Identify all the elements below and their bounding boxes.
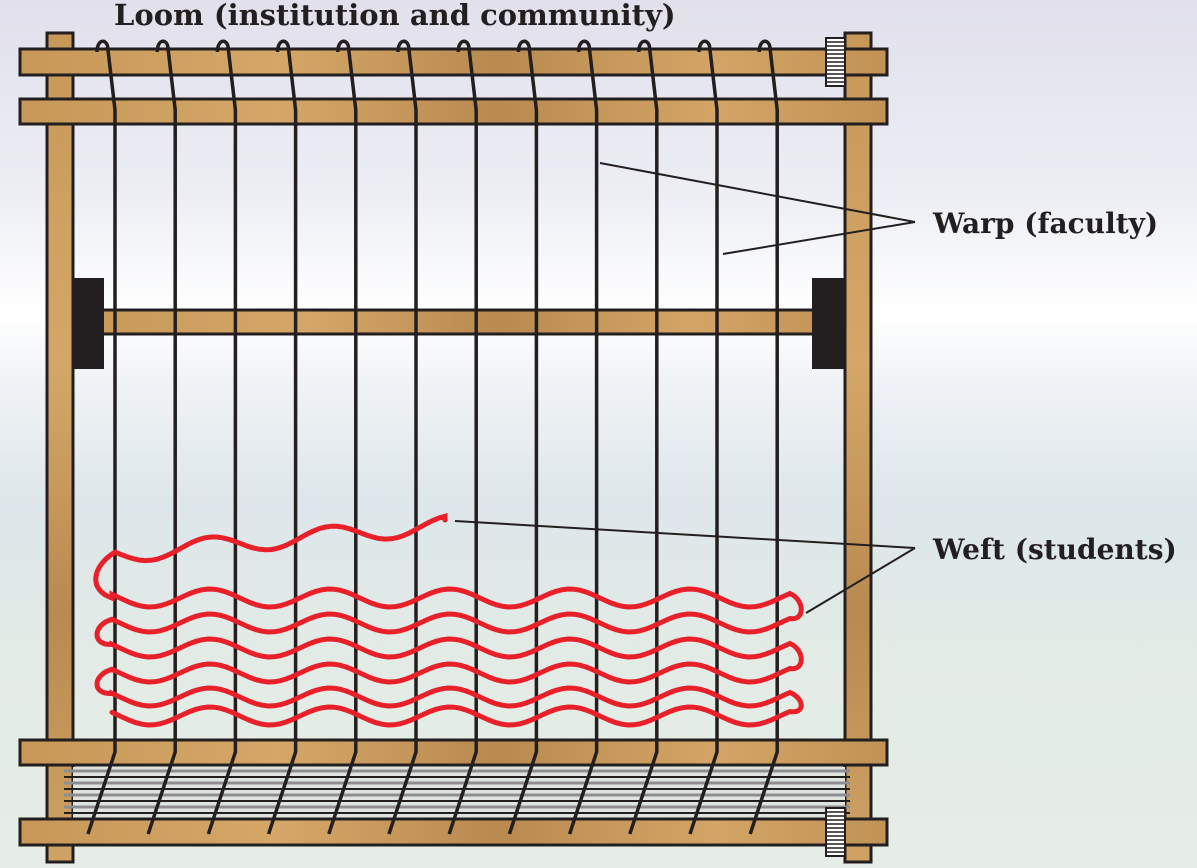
warp-leader-1 xyxy=(599,162,916,223)
middle-rail xyxy=(73,308,847,336)
warp-thread xyxy=(628,39,659,835)
warp-thread xyxy=(266,39,298,835)
warp-thread xyxy=(748,39,779,835)
cloth-threads xyxy=(73,767,845,819)
left-post xyxy=(45,31,75,864)
top-beam xyxy=(18,47,889,77)
warp-label: Warp (faculty) xyxy=(933,207,1159,240)
loom-frame xyxy=(18,31,889,864)
warp-thread xyxy=(146,39,177,835)
right-post xyxy=(843,31,873,864)
warp-threads xyxy=(86,39,779,835)
weft-thread xyxy=(93,512,804,728)
warp-thread xyxy=(507,39,539,835)
weft-label: Weft (students) xyxy=(933,533,1177,566)
warp-thread xyxy=(567,39,599,835)
right-clamp xyxy=(812,278,845,369)
left-clamp xyxy=(73,278,104,369)
top-rail xyxy=(18,97,889,126)
weft-leader-1 xyxy=(454,520,916,549)
bottom-rail xyxy=(18,738,889,767)
weft-leader-2 xyxy=(805,547,916,614)
warp-leader-2 xyxy=(722,221,916,255)
warp-thread xyxy=(447,39,478,835)
warp-thread xyxy=(206,39,238,835)
warp-thread xyxy=(327,39,358,835)
leader-lines xyxy=(454,162,916,614)
warp-thread xyxy=(688,39,719,835)
warp-thread xyxy=(86,39,117,835)
diagram-title: Loom (institution and community) xyxy=(114,0,676,32)
warp-thread xyxy=(387,39,418,835)
